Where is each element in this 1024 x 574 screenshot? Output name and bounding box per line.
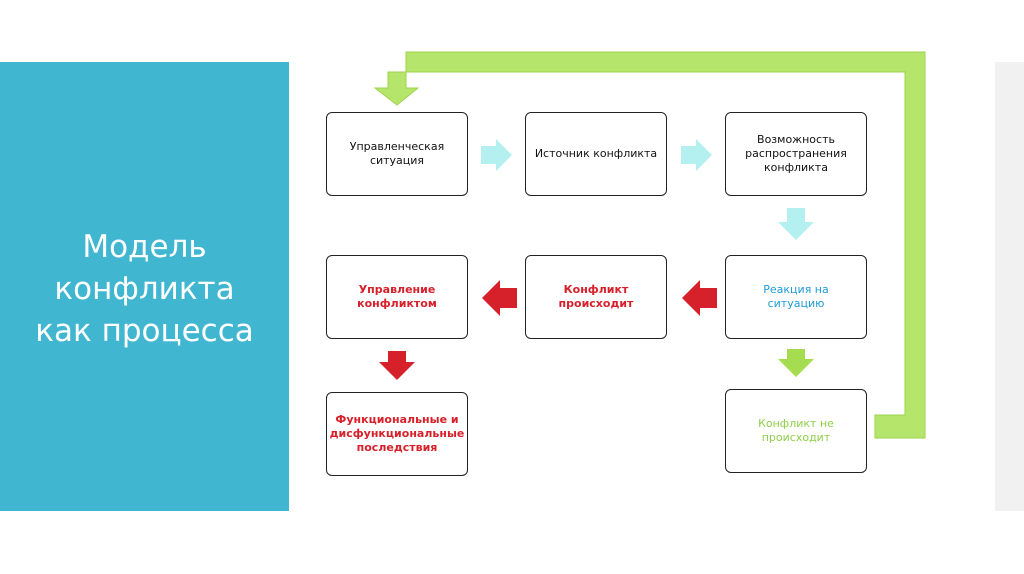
box-reaction: Реакция на ситуацию	[725, 255, 867, 339]
slide-title-line-1: Модель	[82, 229, 207, 265]
box-conflict-management: Управление конфликтом	[326, 255, 468, 339]
slide-title-line-2: конфликта	[54, 271, 235, 307]
arrow-b2-b3	[681, 139, 712, 171]
arrow-b5-b6	[482, 280, 517, 316]
slide-title-line-3: как процесса	[35, 313, 254, 349]
arrow-b6-b7	[379, 351, 415, 380]
arrow-b1-b2	[481, 139, 512, 171]
box-management-situation: Управленческая ситуация	[326, 112, 468, 196]
arrow-b4-b5	[682, 280, 717, 316]
box-conflict-occurs: Конфликт происходит	[525, 255, 667, 339]
slide-title: Модель конфликта как процесса	[0, 226, 289, 352]
arrow-b4-b8	[778, 349, 814, 377]
title-panel	[0, 62, 289, 511]
box-conflict-source: Источник конфликта	[525, 112, 667, 196]
box-consequences: Функциональные и дисфункциональные после…	[326, 392, 468, 476]
arrow-b3-b4	[778, 208, 814, 240]
feedback-loop-arrow	[373, 51, 926, 439]
box-conflict-spread: Возможность распространения конфликта	[725, 112, 867, 196]
right-edge-strip	[995, 62, 1024, 511]
box-conflict-not-occurs: Конфликт не происходит	[725, 389, 867, 473]
